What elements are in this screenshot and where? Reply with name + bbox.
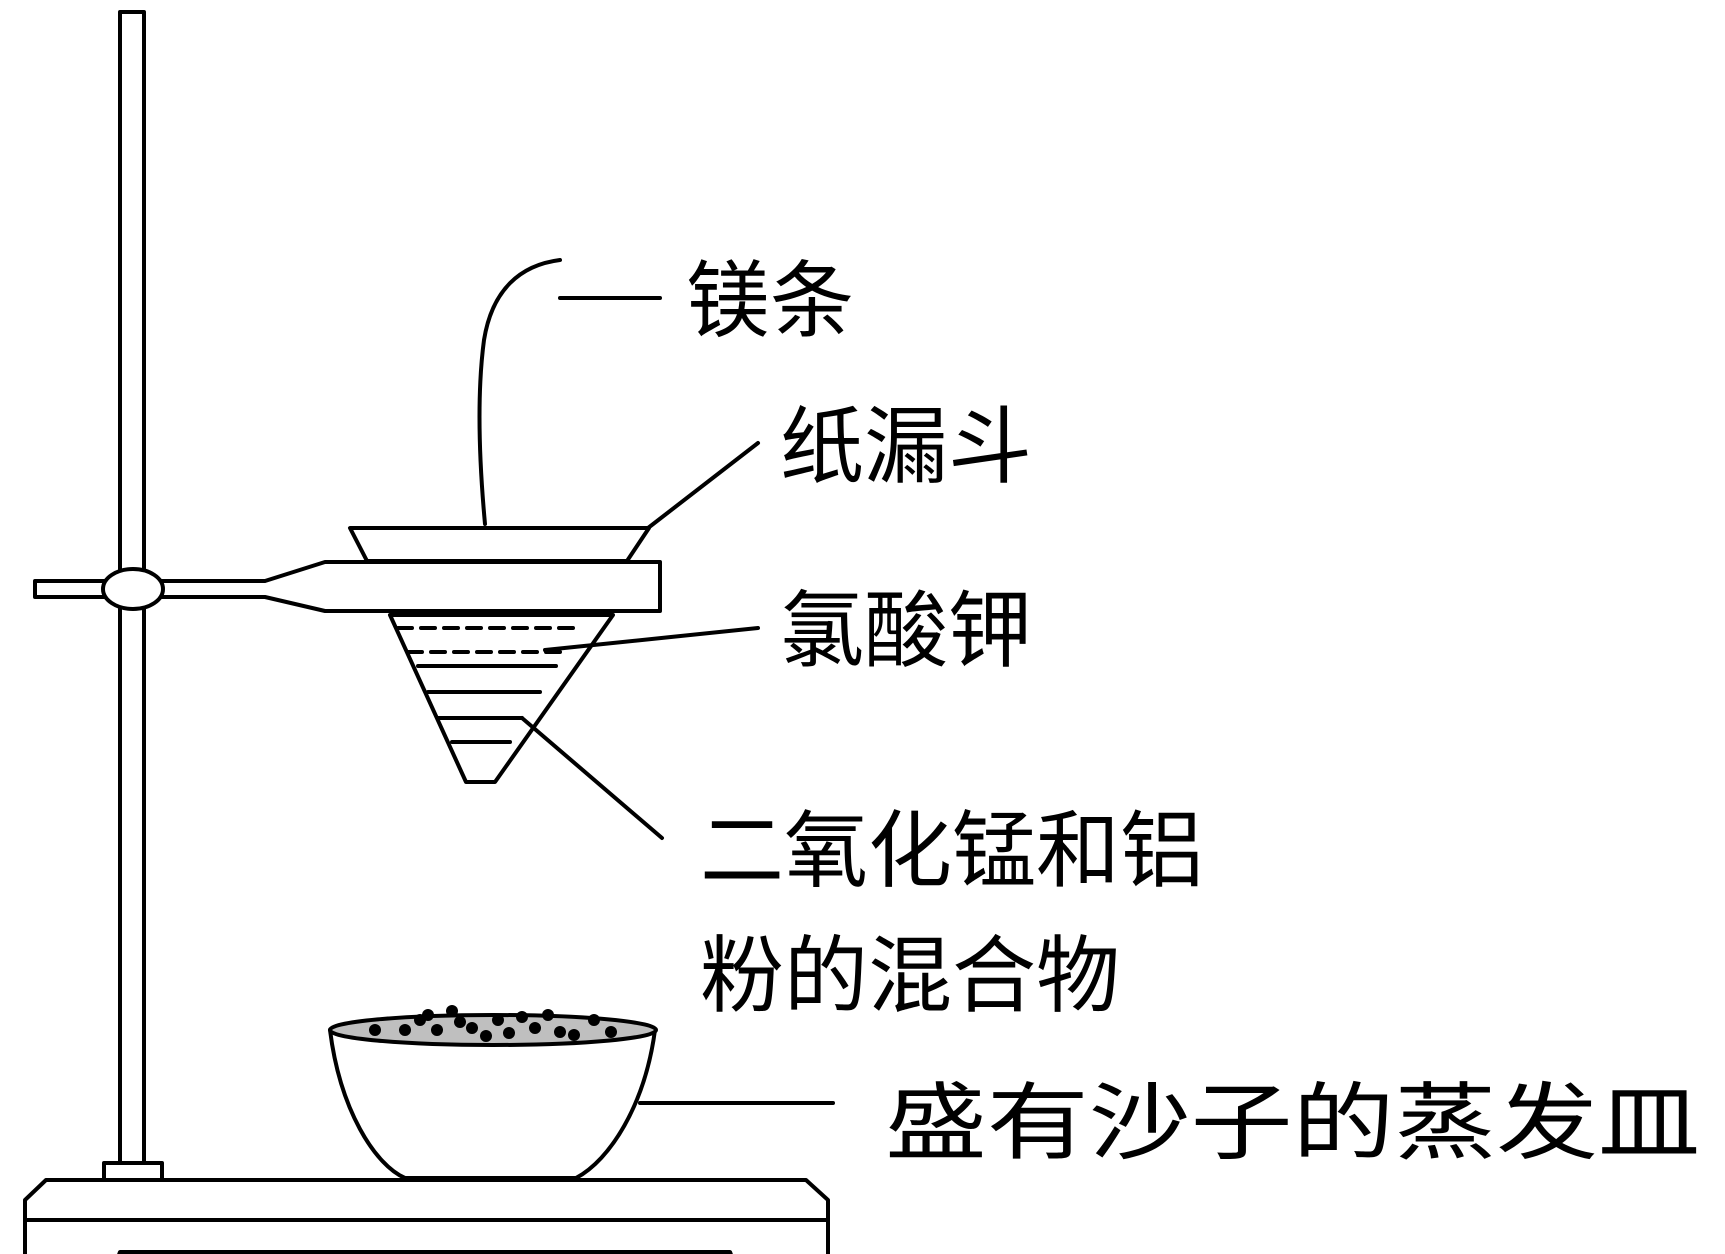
paper-funnel-rim [348,526,651,563]
label-evaporating-dish: 盛有沙子的蒸发皿 [885,1074,1700,1172]
evaporating-dish [328,1013,658,1180]
leader-line-paper-funnel [646,441,760,530]
leader-line-mixture [520,716,664,840]
clamp-arm [33,560,662,613]
magnesium-strip [477,258,562,526]
label-mixture-line2: 粉的混合物 [700,927,1120,1025]
label-paper-funnel: 纸漏斗 [780,398,1032,496]
label-mixture-line1: 二氧化锰和铝 [700,802,1204,900]
sand-particles [369,1005,617,1042]
clamp-boss [101,567,165,611]
leader-line-potassium-chlorate [543,626,760,652]
paper-funnel-cone [388,613,615,784]
rod-foot [102,1161,164,1182]
label-potassium-chlorate: 氯酸钾 [780,582,1032,680]
label-magnesium-strip: 镁条 [686,252,854,350]
stand-base [23,1178,830,1254]
